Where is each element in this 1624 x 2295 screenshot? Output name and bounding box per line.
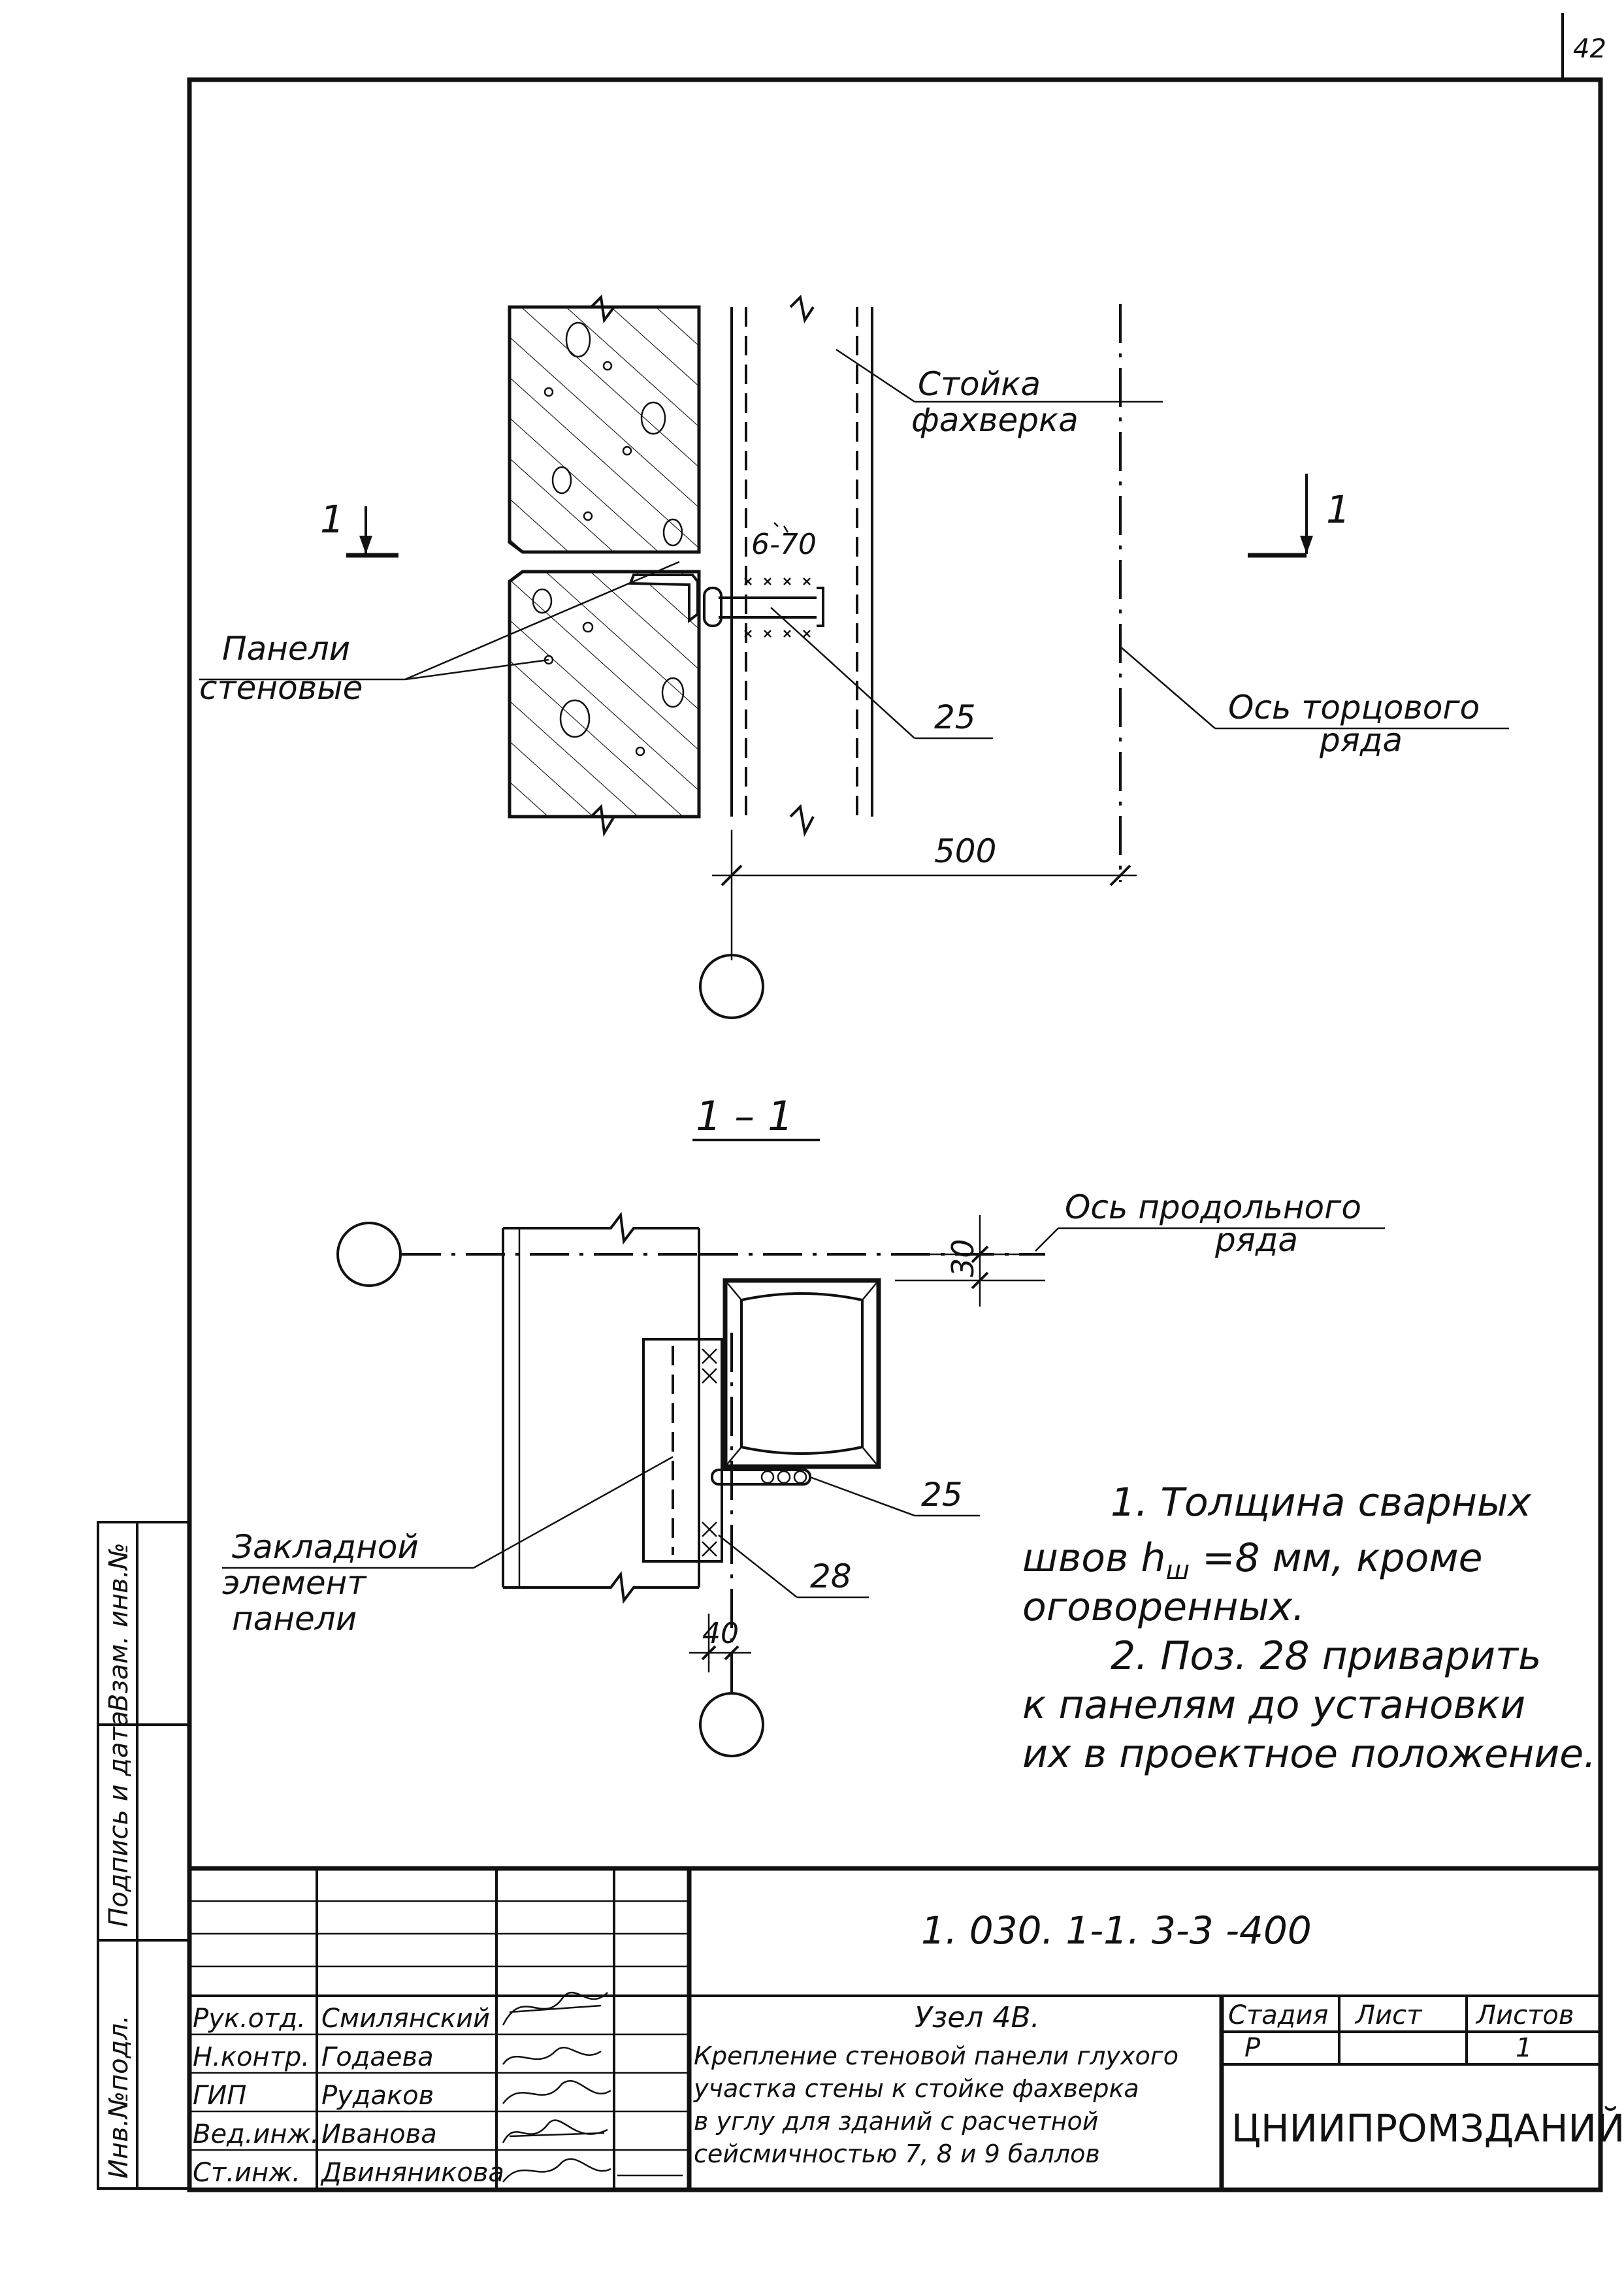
facade-column (730, 294, 873, 838)
label-end-axis-line2: ряда (1319, 721, 1403, 759)
note-line2-rest: =8 мм, кроме (1190, 1535, 1482, 1581)
name-4: Иванова (321, 2119, 437, 2149)
label-embedded-line3: панели (232, 1600, 357, 1638)
note-line2: швов h (1022, 1535, 1165, 1581)
axis-bubble-section-bottom (699, 1692, 764, 1757)
role-2: Н.контр. (193, 2042, 310, 2072)
note-line4: 2. Поз. 28 приварить (1111, 1633, 1541, 1679)
position-28: 28 (810, 1557, 852, 1595)
sheets-header: Листов (1475, 2000, 1574, 2030)
wall-panel-lower (508, 570, 701, 837)
signatures (502, 1991, 683, 2183)
label-embedded-line1: Закладной (232, 1528, 419, 1566)
role-3: ГИП (193, 2081, 246, 2111)
stage-value: Р (1244, 2033, 1261, 2063)
label-panels-line2: стеновые (199, 669, 363, 707)
role-4: Вед.инж. (193, 2119, 319, 2149)
weld-label-upper: 6-70 (751, 528, 817, 561)
dimension-500: 500 (934, 832, 996, 870)
note-line6: их в проектное положение. (1022, 1731, 1596, 1777)
sheet-header: Лист (1354, 2000, 1423, 2030)
axis-bubble-section-left (336, 1222, 402, 1287)
note-line3: оговоренных. (1022, 1584, 1305, 1630)
drawing-title-line5: сейсмичностью 7, 8 и 9 баллов (694, 2140, 1100, 2168)
label-embedded-line2: элемент (222, 1564, 367, 1602)
tube-column (723, 1278, 881, 1469)
role-1: Рук.отд. (193, 2004, 306, 2034)
section-view: 1 – 1 (222, 1092, 1385, 1757)
page-number: 42 (1573, 34, 1606, 64)
weld-connection: 6-70 (703, 522, 824, 638)
drawing-title-line1: Узел 4В. (915, 2001, 1040, 2034)
wall-panel-upper (508, 294, 701, 554)
name-5: Двиняникова (320, 2158, 504, 2188)
position-25-section: 25 (921, 1476, 963, 1514)
note-line2-sub: ш (1165, 1555, 1190, 1586)
name-1: Смилянский (321, 2004, 490, 2034)
margin-field-inv: Инв.№подл. (104, 2015, 134, 2179)
stage-header: Стадия (1228, 2000, 1328, 2030)
name-2: Годаева (321, 2042, 434, 2072)
document-code: 1. 030. 1-1. 3-3 -400 (921, 1908, 1312, 1953)
position-25-upper: 25 (934, 698, 976, 736)
drawing-title-line3: участка стены к стойке фахверка (693, 2074, 1139, 2103)
label-panels-line1: Панели (222, 630, 350, 668)
section-mark-left: 1 (320, 497, 398, 558)
dimension-30: 30 (945, 1239, 981, 1277)
section-title: 1 – 1 (696, 1092, 793, 1140)
sheet-frame (187, 77, 1603, 2192)
label-long-axis-line2: ряда (1214, 1221, 1298, 1259)
name-3: Рудаков (321, 2081, 434, 2111)
section-mark-left-label: 1 (320, 497, 344, 542)
margin-field-replace: Взам. инв.№ (104, 1542, 134, 1712)
left-margin-stamp: Инв.№подл. Подпись и дата Взам. инв.№ (97, 1521, 191, 2190)
drawing-title-line2: Крепление стеновой панели глухого (694, 2042, 1178, 2070)
sheets-value: 1 (1516, 2033, 1532, 2063)
notes: 1. Толщина сварных швов hш =8 мм, кроме … (1022, 1480, 1596, 1777)
note-line5: к панелям до установки (1022, 1682, 1525, 1728)
svg-text:швов hш =8 мм, кроме: швов hш =8 мм, кроме (1022, 1535, 1483, 1586)
margin-field-sign: Подпись и дата (104, 1711, 134, 1927)
section-mark-right: 1 (1248, 474, 1350, 558)
dimension-40: 40 (702, 1617, 739, 1650)
label-long-axis-line1: Ось продольного (1065, 1188, 1361, 1226)
upper-view: 6-70 1 1 Стойка фахверка Панели стеновые (199, 294, 1509, 1019)
organization-name: ЦНИИПРОМЗДАНИЙ (1231, 2106, 1624, 2151)
label-column-line2: фахверка (911, 401, 1079, 439)
label-column-line1: Стойка (918, 365, 1041, 403)
note-line1: 1. Толщина сварных (1111, 1480, 1531, 1525)
drawing-title-line4: в углу для зданий с расчетной (694, 2107, 1098, 2136)
label-end-axis-line1: Ось торцового (1228, 689, 1480, 726)
axis-bubble-upper (699, 954, 764, 1019)
title-block: 1. 030. 1-1. 3-3 -400 Рук.отд. Н.контр. … (189, 1866, 1624, 2189)
embedded-plate (642, 1338, 700, 1563)
section-mark-right-label: 1 (1326, 487, 1350, 532)
role-5: Ст.инж. (193, 2158, 300, 2188)
